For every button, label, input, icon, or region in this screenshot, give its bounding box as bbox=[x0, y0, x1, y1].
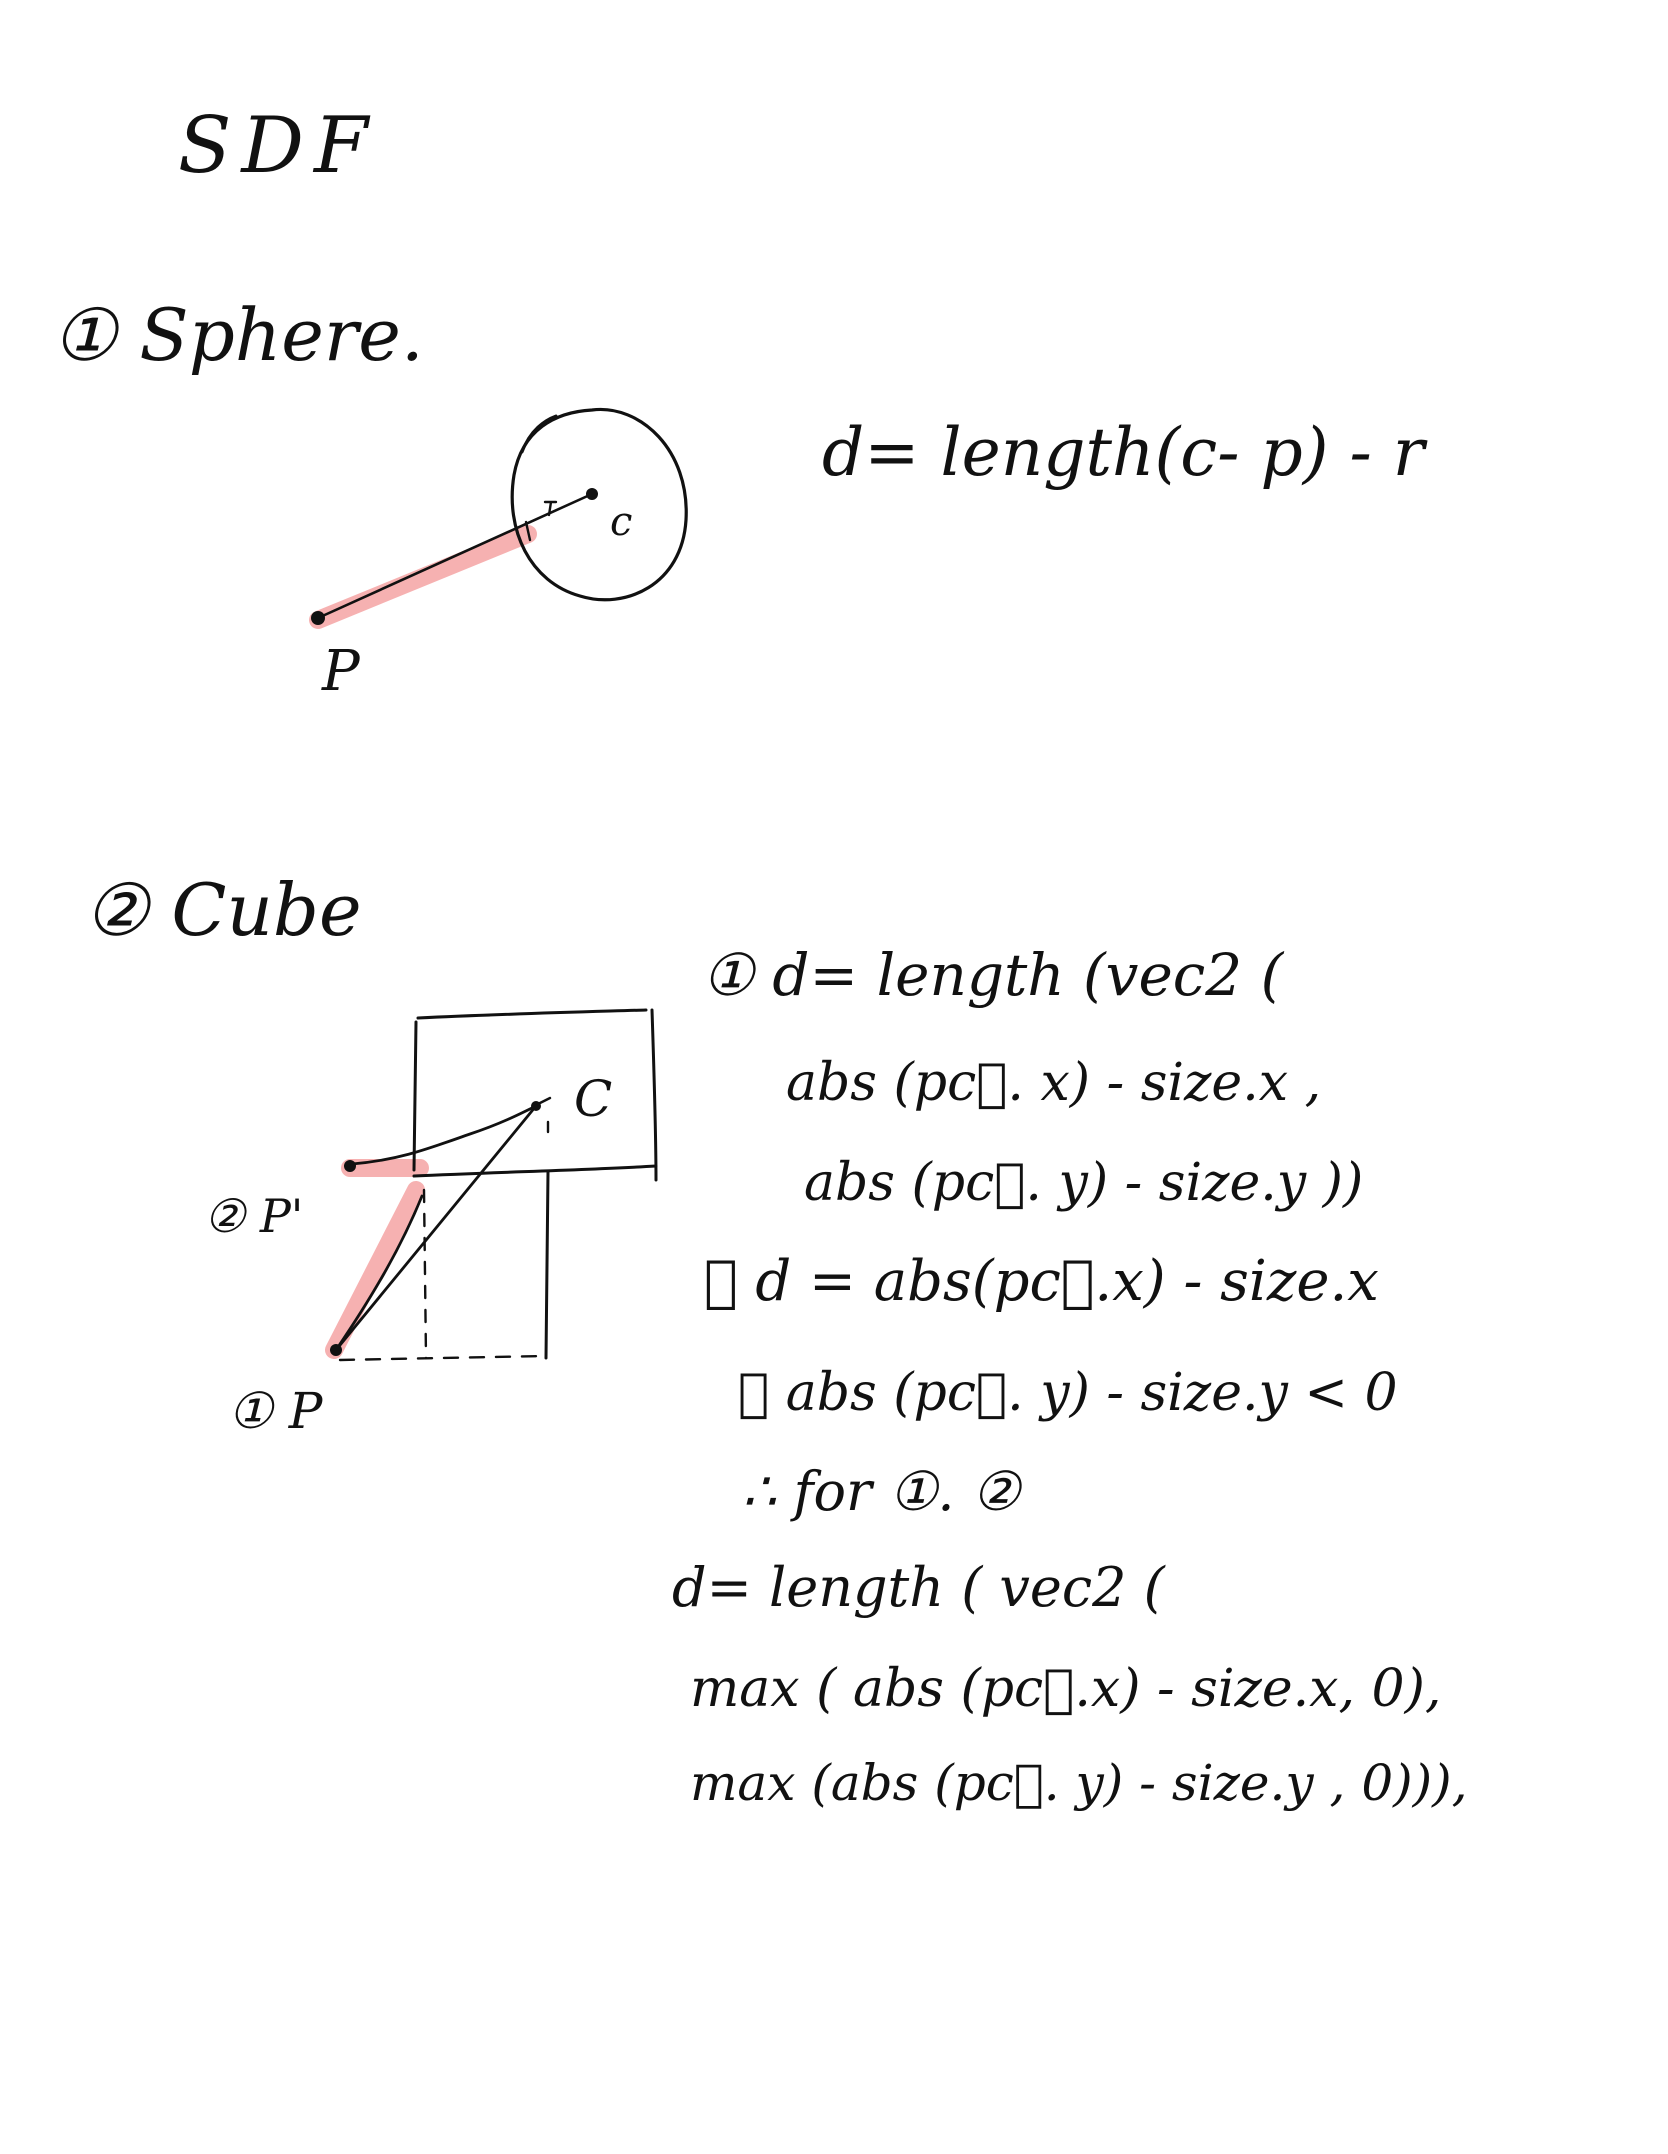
page-title: SDF bbox=[178, 101, 378, 191]
cube-formula-line-9: max (abs (pc⃗. y) - size.y , 0))), bbox=[690, 1754, 1468, 1812]
cube-line-p-to-c bbox=[334, 1104, 538, 1352]
sphere-label-c: c bbox=[610, 499, 632, 545]
cube-formula-line-5: ∵ abs (pc⃗. y) - size.y < 0 bbox=[738, 1363, 1398, 1423]
cube-formulas: ① d= length (vec2 ( abs (pc⃗. x) - size.… bbox=[672, 941, 1468, 1812]
cube-center-tick bbox=[536, 1096, 552, 1106]
sphere-circle bbox=[510, 407, 688, 602]
cube-line-pprime-to-c bbox=[350, 1104, 538, 1166]
cube-dashed-vertical bbox=[422, 1188, 428, 1360]
cube-formula-line-7: d= length ( vec2 ( bbox=[672, 1556, 1167, 1619]
cube-distance-highlight bbox=[325, 1159, 429, 1359]
sphere-point-dot bbox=[311, 611, 325, 625]
cube-label-p2: ② P' bbox=[204, 1189, 303, 1243]
cube-formula-line-2: abs (pc⃗. x) - size.x , bbox=[786, 1053, 1321, 1113]
cube-box bbox=[412, 1008, 658, 1182]
cube-formula-line-1: ① d= length (vec2 ( bbox=[702, 941, 1285, 1009]
sphere-diagram: c P bbox=[309, 407, 688, 704]
sphere-distance-highlight bbox=[309, 525, 537, 629]
cube-diagram: C ① P ② P' bbox=[204, 1008, 658, 1440]
cube-dashed-horizontal bbox=[338, 1354, 546, 1362]
cube-heading: ② Cube bbox=[84, 868, 362, 952]
sphere-formula: d= length(c- p) - r bbox=[822, 414, 1428, 491]
cube-line-p-to-corner bbox=[334, 1194, 424, 1352]
cube-point-pprime-dot bbox=[344, 1160, 356, 1172]
sphere-center-dot bbox=[586, 488, 598, 500]
sphere-heading: ① Sphere. bbox=[52, 293, 424, 377]
sphere-arc-mark bbox=[520, 414, 558, 454]
cube-vertical-line bbox=[544, 1170, 550, 1360]
cube-point-p-dot bbox=[330, 1344, 342, 1356]
cube-formula-line-4: ② d = abs(pc⃗.x) - size.x bbox=[704, 1249, 1379, 1314]
sphere-line-p-to-c bbox=[316, 492, 594, 620]
cube-label-p1: ① P bbox=[228, 1382, 324, 1440]
cube-formula-line-6: ∴ for ①. ② bbox=[742, 1460, 1023, 1523]
cube-label-c: C bbox=[574, 1070, 612, 1128]
sphere-radius-tick bbox=[524, 500, 558, 542]
cube-formula-line-8: max ( abs (pc⃗.x) - size.x, 0), bbox=[690, 1659, 1441, 1719]
sphere-label-p: P bbox=[321, 639, 361, 704]
cube-formula-line-3: abs (pc⃗. y) - size.y )) bbox=[804, 1153, 1363, 1213]
